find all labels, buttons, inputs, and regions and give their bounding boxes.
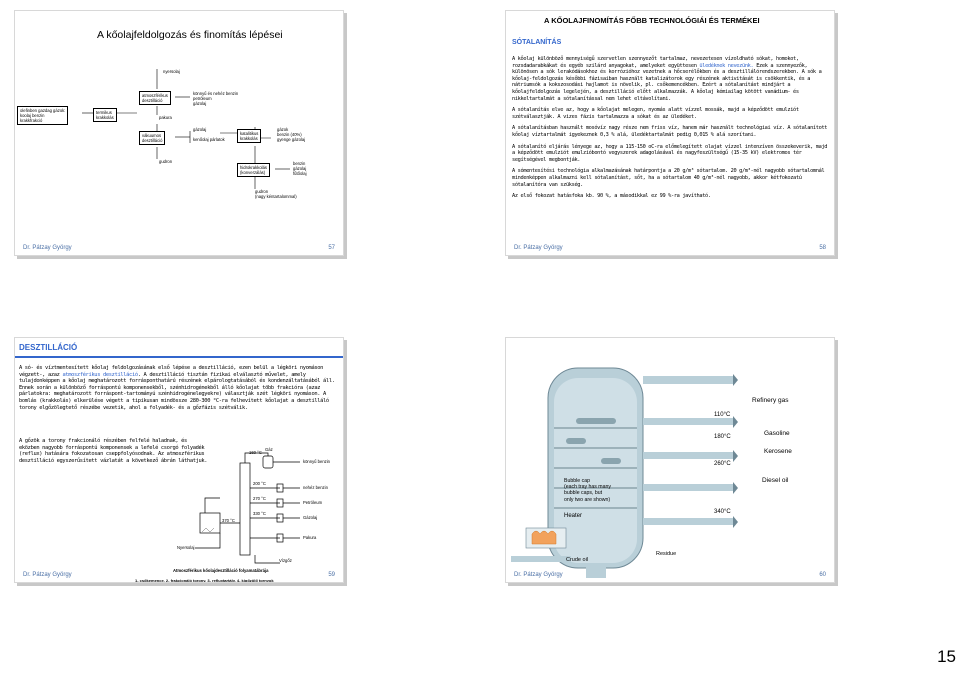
diagram-legend: 1- csőkemence, 2- frakcionáló torony, 3-…	[135, 578, 274, 583]
gudron-high-sulfur: gudron(nagy kéntartalommal)	[255, 189, 297, 199]
gasoline-label: Gasoline	[764, 430, 790, 437]
heavy-gasoline: nehéz benzin	[303, 485, 328, 490]
crude-oil-label: Crude oil	[566, 557, 589, 563]
temp-200: 200 °C	[253, 481, 266, 486]
footer-page: 57	[328, 245, 335, 251]
paragraph-1: A só- és víztmentesített kőolaj feldolgo…	[19, 365, 335, 411]
paragraph-4: A sótalanító eljárás lényege az, hogy a …	[512, 143, 828, 163]
bp-160: 160 °C	[249, 450, 262, 455]
crude-oil: Nyersolaj	[177, 545, 195, 550]
footer-author: Dr. Pátzay György	[23, 245, 72, 251]
diesel-oil-label: Diesel oil	[762, 477, 789, 484]
hydrocracking-box: hidrokrakkolás(konverzálás)	[237, 163, 270, 177]
diesel: Gázolaj	[303, 515, 318, 520]
slide-title: A KŐOLAJFINOMÍTÁS FŐBB TECHNOLÓGIÁI ÉS T…	[544, 16, 760, 25]
diagram-caption: Atmoszférikus kőolajdesztilláció folyama…	[173, 568, 269, 573]
paragraph-2: A sótalanítás elve az, hogy a kőolajat m…	[512, 107, 799, 120]
title-rule	[15, 356, 343, 358]
slide-title: DESZTILLÁCIÓ	[19, 343, 78, 352]
slide-58: A KŐOLAJFINOMÍTÁS FŐBB TECHNOLÓGIÁI ÉS T…	[505, 10, 835, 256]
heater-label: Heater	[564, 513, 583, 519]
fractionating-tower-illustration	[506, 338, 834, 582]
temp-270: 270 °C	[253, 496, 266, 501]
steam: Vízgőz	[279, 558, 292, 563]
temp-180: 180°C	[714, 434, 731, 440]
slide-60: 110°C 180°C 260°C 340°C Refinery gas Gas…	[505, 337, 835, 583]
temp-340: 340°C	[714, 509, 731, 515]
temp-330: 330 °C	[253, 511, 266, 516]
paragraph-3: A sótalanításban használt mosóvíz nagy r…	[512, 125, 828, 138]
refinery-gas-label: Refinery gas	[752, 397, 789, 404]
footer-author: Dr. Pátzay György	[23, 572, 72, 578]
distillation-diagram	[195, 452, 300, 564]
page-number: 15	[937, 647, 956, 666]
footer-page: 60	[819, 572, 826, 578]
footer-page: 58	[819, 245, 826, 251]
light-gasoline: könnyű benzin	[303, 459, 331, 464]
crude-oil-label: nyersolaj	[163, 69, 180, 74]
temp-370: 370 °C	[222, 518, 235, 523]
footer-page: 59	[328, 572, 335, 578]
paragraph-2: A gőzök a torony frakcionáló részében fe…	[19, 438, 208, 464]
pakura-label: pakura	[159, 115, 172, 120]
slide-body: A kőolaj különböző mennyiségű szervetlen…	[512, 56, 828, 205]
section-title: SÓTALANÍTÁS	[512, 39, 562, 46]
pakura: Pakura	[303, 535, 317, 540]
kerosene: Petróleum	[303, 500, 323, 505]
footer-author: Dr. Pátzay György	[514, 572, 563, 578]
slide-59: DESZTILLÁCIÓ A só- és víztmentesített kő…	[14, 337, 344, 583]
kerosene-label: Kerosene	[764, 448, 792, 455]
residue-label: Residue	[656, 551, 677, 557]
temp-110: 110°C	[714, 412, 731, 418]
slide-title: A kőolajfeldolgozás és finomítás lépései	[97, 29, 283, 41]
footer-author: Dr. Pátzay György	[514, 245, 563, 251]
gazolaj-label: gázolaj	[193, 127, 207, 132]
slide-57: A kőolajfeldolgozás és finomítás lépései…	[14, 10, 344, 256]
gas-label: Gáz	[265, 447, 273, 452]
paragraph-5: A sómentesítési technológia alkalmazásán…	[512, 168, 825, 188]
temp-260: 260°C	[714, 461, 731, 467]
kenoolaj-label: kenőolaj párlatok	[193, 137, 225, 142]
bubble-cap-note: Bubble cap (each tray has many bubble ca…	[564, 478, 611, 503]
paragraph-6: Az első fokozat hatásfoka kb. 90 %, a má…	[512, 193, 711, 200]
paragraph-1: A kőolaj különböző mennyiségű szervetlen…	[512, 56, 822, 102]
gudron-label: gudron	[159, 159, 173, 164]
